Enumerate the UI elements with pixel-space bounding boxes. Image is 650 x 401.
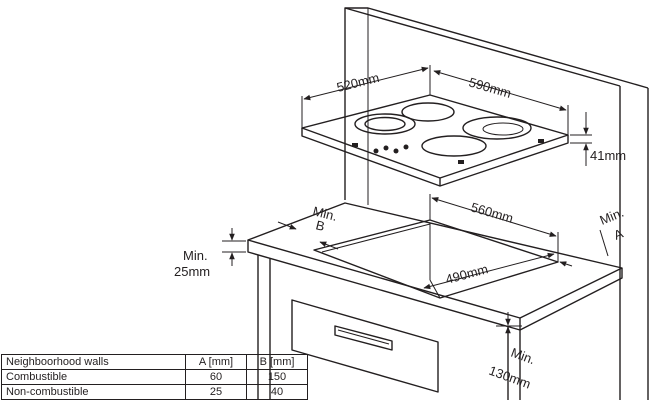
- dimension-min-b: [277, 221, 339, 250]
- dimension-min-25mm: [222, 228, 246, 266]
- label-min-b-2: B: [314, 217, 326, 234]
- label-min-130mm-1: Min.: [509, 345, 537, 367]
- burner-back-right: [462, 116, 532, 140]
- label-hob-width: 590mm: [467, 74, 513, 100]
- cutout-opening: [313, 219, 559, 299]
- label-min-a-2: A: [612, 226, 626, 243]
- cooking-zones: [354, 102, 532, 157]
- control-knobs: [373, 144, 409, 154]
- table-header-cell: B [mm]: [246, 354, 308, 370]
- back-wall: [344, 7, 649, 205]
- table-row: Combustible 60 150: [1, 369, 308, 385]
- label-min-25mm-1: Min.: [183, 248, 208, 263]
- table-header-cell: Neighboorhood walls: [1, 354, 186, 370]
- dimension-min-a: [559, 229, 609, 267]
- hob: [301, 94, 569, 187]
- burner-back-left: [401, 102, 455, 122]
- table-header-cell: A [mm]: [185, 354, 247, 370]
- table-header-row: Neighboorhood walls A [mm] B [mm]: [1, 354, 308, 370]
- dimension-min-130mm: [496, 312, 522, 338]
- label-cutout-width: 560mm: [469, 199, 515, 225]
- clearance-table: Neighboorhood walls A [mm] B [mm] Combus…: [1, 354, 308, 400]
- table-row: Non-combustible 25 40: [1, 384, 308, 400]
- label-cutout-depth: 490mm: [444, 261, 490, 287]
- table-cell: 60: [185, 369, 247, 385]
- dimension-hob-height: [570, 112, 592, 166]
- label-min-a-1: Min.: [598, 205, 626, 228]
- label-hob-depth: 520mm: [335, 70, 381, 95]
- table-cell: 25: [185, 384, 247, 400]
- label-min-b-1: Min.: [311, 203, 338, 223]
- burner-front-right: [421, 135, 487, 157]
- table-cell: 150: [246, 369, 308, 385]
- drawer: [291, 299, 439, 393]
- label-hob-height: 41mm: [590, 148, 626, 163]
- burner-front-left-outer: [354, 113, 416, 135]
- side-wall: [619, 88, 649, 400]
- burner-back-right-inner: [482, 122, 524, 136]
- table-cell: Combustible: [1, 369, 186, 385]
- dimension-hob-width: [433, 70, 569, 135]
- dimension-cutout-width: [429, 194, 559, 262]
- label-min-130mm-2: 130mm: [487, 363, 533, 392]
- table-cell: Non-combustible: [1, 384, 186, 400]
- burner-front-left-inner: [364, 116, 406, 132]
- table-cell: 40: [246, 384, 308, 400]
- dimension-hob-depth: [301, 65, 431, 128]
- label-min-25mm-2: 25mm: [174, 264, 210, 279]
- dimension-cutout-depth: [423, 252, 555, 290]
